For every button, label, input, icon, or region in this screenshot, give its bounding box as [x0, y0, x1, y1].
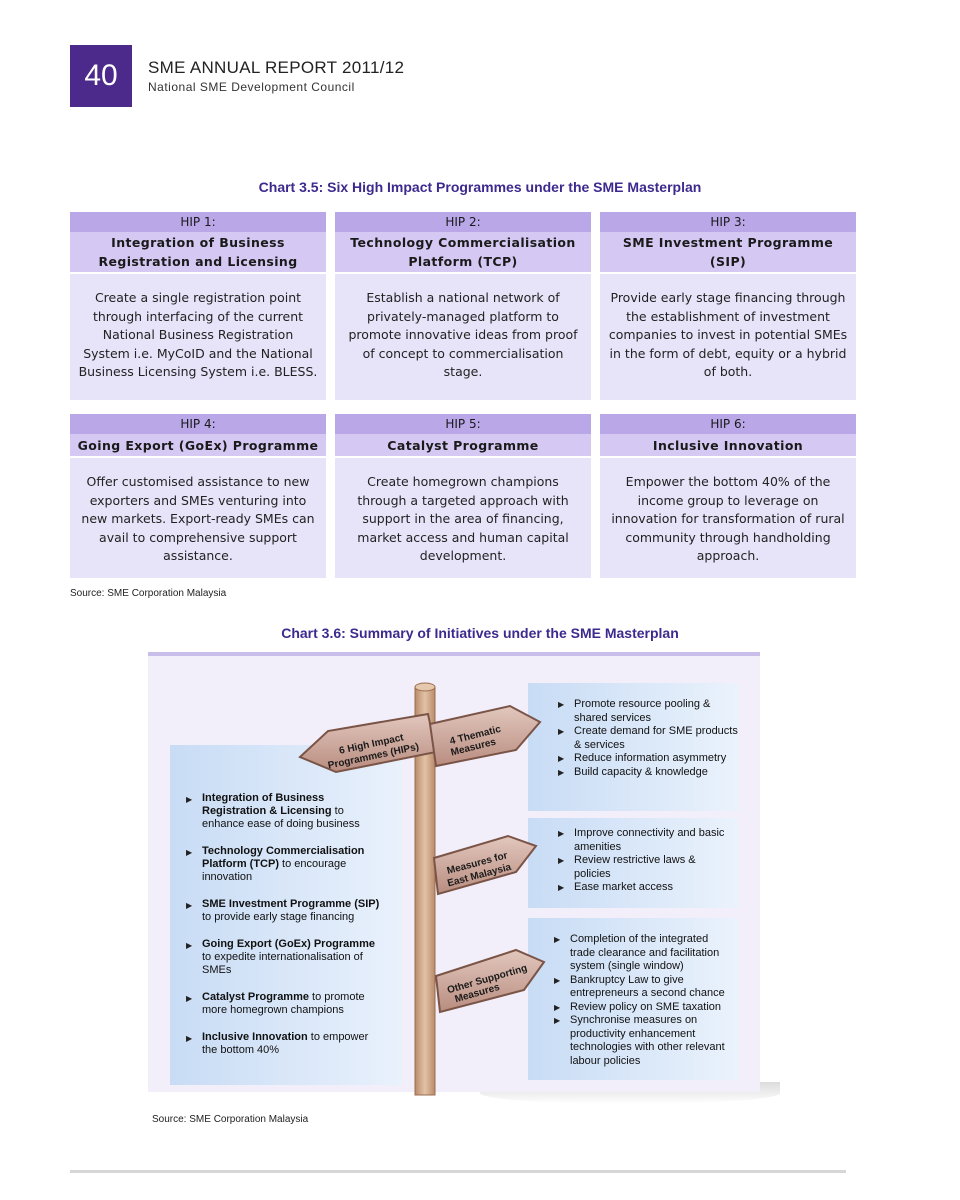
list-item: Review restrictive laws & policies	[558, 854, 734, 881]
thematic-measures-list: Promote resource pooling & shared servic…	[558, 698, 738, 779]
hip-description: Establish a national network of privatel…	[335, 274, 591, 400]
list-item: Improve connectivity and basic amenities	[558, 827, 734, 854]
hip-description: Provide early stage financing through th…	[600, 274, 856, 400]
hip-card-5: HIP 5: Catalyst Programme Create homegro…	[335, 414, 591, 578]
list-item: Review policy on SME taxation	[554, 1001, 736, 1015]
list-item: Build capacity & knowledge	[558, 766, 738, 780]
hip-description: Empower the bottom 40% of the income gro…	[600, 458, 856, 578]
list-item: Reduce information asymmetry	[558, 752, 738, 766]
list-item: Inclusive Innovation to empower the bott…	[186, 1031, 386, 1057]
hip-card-6: HIP 6: Inclusive Innovation Empower the …	[600, 414, 856, 578]
hip-label: HIP 1:	[70, 212, 326, 232]
list-item: Catalyst Programme to promote more homeg…	[186, 991, 386, 1017]
list-item: Create demand for SME products & service…	[558, 725, 738, 752]
report-subtitle: National SME Development Council	[148, 80, 355, 94]
list-item: Promote resource pooling & shared servic…	[558, 698, 738, 725]
list-item: Completion of the integrated trade clear…	[554, 933, 736, 974]
hip-label: HIP 3:	[600, 212, 856, 232]
hip-card-3: HIP 3: SME Investment Programme (SIP) Pr…	[600, 212, 856, 400]
hip-label: HIP 4:	[70, 414, 326, 434]
hip-label: HIP 5:	[335, 414, 591, 434]
hip-name: SME Investment Programme (SIP)	[600, 232, 856, 272]
chart-3-5-source: Source: SME Corporation Malaysia	[70, 588, 227, 599]
chart-3-6-source: Source: SME Corporation Malaysia	[152, 1114, 309, 1125]
list-item: Going Export (GoEx) Programme to expedit…	[186, 938, 386, 977]
other-measures-list: Completion of the integrated trade clear…	[554, 933, 736, 1068]
report-title: SME ANNUAL REPORT 2011/12	[148, 58, 405, 77]
hip-card-2: HIP 2: Technology Commercialisation Plat…	[335, 212, 591, 400]
list-item: Integration of Business Registration & L…	[186, 792, 386, 831]
list-item: SME Investment Programme (SIP) to provid…	[186, 898, 386, 924]
page-number: 40	[70, 45, 132, 107]
list-item: Ease market access	[558, 881, 734, 895]
footer-divider	[70, 1170, 846, 1173]
hip-label: HIP 2:	[335, 212, 591, 232]
east-malaysia-list: Improve connectivity and basic amenities…	[558, 827, 734, 895]
list-item: Bankruptcy Law to give entrepreneurs a s…	[554, 974, 736, 1001]
hip-name: Integration of Business Registration and…	[70, 232, 326, 272]
hip-description: Offer customised assistance to new expor…	[70, 458, 326, 578]
hip-card-1: HIP 1: Integration of Business Registrat…	[70, 212, 326, 400]
hip-name: Catalyst Programme	[335, 434, 591, 456]
hip-name: Going Export (GoEx) Programme	[70, 434, 326, 456]
list-item: Synchronise measures on productivity enh…	[554, 1014, 736, 1068]
hips-list: Integration of Business Registration & L…	[186, 792, 386, 1071]
list-item: Technology Commercialisation Platform (T…	[186, 845, 386, 884]
chart-3-6-title: Chart 3.6: Summary of Initiatives under …	[281, 625, 679, 641]
hip-name: Inclusive Innovation	[600, 434, 856, 456]
hip-card-4: HIP 4: Going Export (GoEx) Programme Off…	[70, 414, 326, 578]
hip-name: Technology Commercialisation Platform (T…	[335, 232, 591, 272]
hip-label: HIP 6:	[600, 414, 856, 434]
hip-description: Create homegrown champions through a tar…	[335, 458, 591, 578]
chart-3-5-title: Chart 3.5: Six High Impact Programmes un…	[258, 179, 702, 195]
hip-description: Create a single registration point throu…	[70, 274, 326, 400]
